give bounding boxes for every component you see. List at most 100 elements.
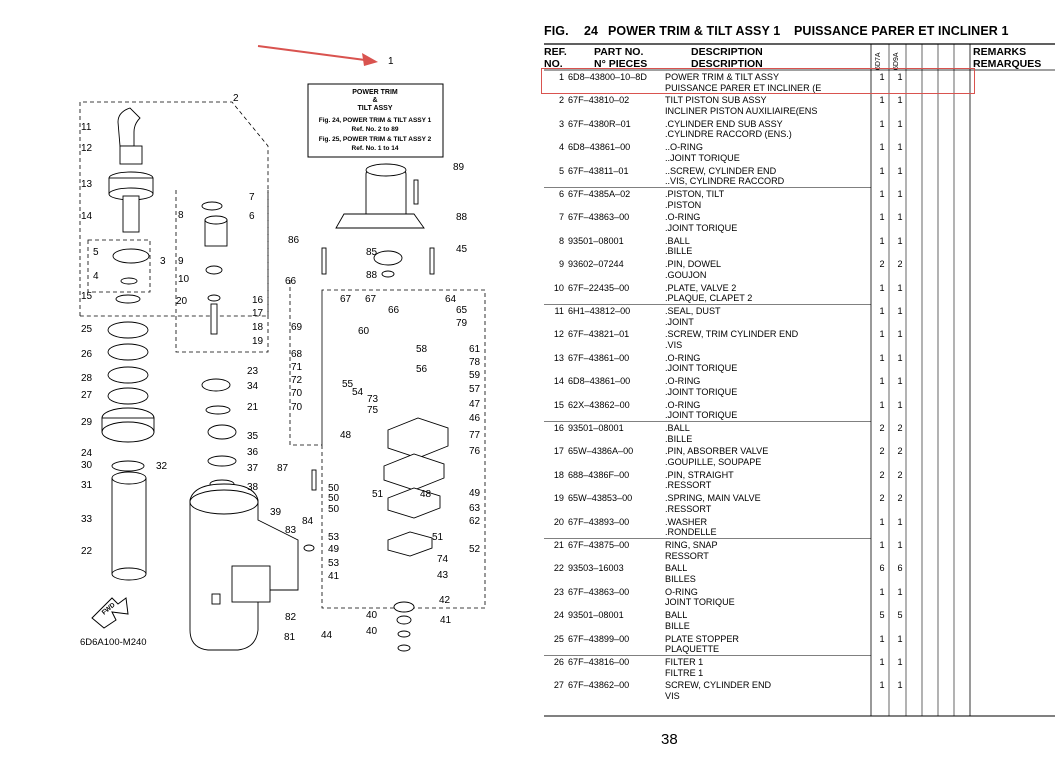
callout-number: 81	[284, 632, 296, 643]
cell-description: .BALL.BILLE	[665, 236, 692, 257]
description-en: .SPRING, MAIN VALVE	[665, 493, 761, 504]
callout-number: 12	[81, 143, 93, 154]
callout-number: 5	[93, 247, 99, 258]
callout-number: 66	[388, 305, 400, 316]
cell-part-no: 67F–4380R–01	[568, 118, 631, 129]
cell-description: .PIN, ABSORBER VALVE.GOUPILLE, SOUPAPE	[665, 446, 768, 467]
cell-qty-6d7a: 1	[879, 95, 885, 106]
description-en: .PISTON, TILT	[665, 189, 725, 199]
cell-qty-6d9a: 1	[897, 376, 903, 387]
cell-description: .PISTON, TILT.PISTON	[665, 189, 724, 210]
description-fr: ..VIS, CYLINDRE RACCORD	[665, 176, 785, 187]
callout-number: 41	[440, 615, 452, 626]
callout-number: 22	[81, 546, 93, 557]
callout-number: 53	[328, 532, 340, 543]
callout-number: 50	[328, 483, 340, 494]
cell-part-no: 6H1–43812–00	[568, 306, 631, 316]
description-en: .PIN, ABSORBER VALVE	[665, 446, 769, 457]
col-ref-header: REF.NO.	[544, 46, 567, 70]
cell-part-no: 6D8–43800–10–8D	[568, 72, 647, 82]
cell-ref: 23	[553, 586, 564, 597]
cell-ref: 16	[553, 423, 564, 433]
cell-qty-6d7a: 1	[879, 118, 885, 129]
callout-number: 27	[81, 390, 93, 401]
cell-qty-6d7a: 2	[879, 446, 885, 457]
cell-description: .CYLINDER END SUB ASSY.CYLINDRE RACCORD …	[665, 119, 792, 140]
cell-qty-6d7a: 1	[879, 352, 885, 363]
cell-part-no: 93602–07244	[568, 259, 624, 270]
cell-qty-6d7a: 5	[879, 610, 885, 621]
cell-description: .PIN, STRAIGHT.RESSORT	[665, 470, 734, 491]
cell-part-no: 67F–43861–00	[568, 352, 630, 363]
cell-description: .PIN, DOWEL.GOUJON	[665, 259, 721, 280]
callout-number: 50	[328, 493, 340, 504]
cell-qty-6d7a: 6	[879, 563, 885, 574]
callout-number: 45	[456, 244, 468, 255]
description-en: .O-RING	[665, 376, 701, 387]
cell-ref: 15	[553, 399, 564, 410]
callout-number: 67	[340, 294, 352, 305]
label-line-1: POWER TRIM	[352, 89, 398, 96]
description-fr: RESSORT	[665, 550, 709, 561]
cell-ref: 13	[553, 352, 564, 363]
callout-number: 24	[81, 448, 93, 459]
col-part-header: PART NO.N° PIECES	[594, 46, 648, 70]
fig-title-en: POWER TRIM & TILT ASSY 1	[608, 24, 781, 38]
cell-qty-6d9a: 1	[897, 586, 903, 597]
callout-number: 60	[358, 326, 370, 337]
cell-ref: 6	[558, 189, 564, 199]
cell-ref: 4	[558, 142, 564, 153]
cell-qty-6d9a: 1	[897, 165, 903, 176]
callout-number: 87	[277, 463, 289, 474]
callout-number: 38	[247, 482, 259, 493]
description-en: RING, SNAP	[665, 540, 718, 550]
cell-qty-6d7a: 2	[879, 423, 885, 433]
cell-qty-6d9a: 2	[897, 446, 903, 457]
callout-number: 7	[249, 192, 255, 203]
callout-number: 32	[156, 461, 168, 472]
cell-description: .PLATE, VALVE 2.PLAQUE, CLAPET 2	[665, 283, 752, 304]
callout-number: 68	[291, 349, 303, 360]
description-fr: .JOINT TORIQUE	[665, 363, 738, 374]
callout-number: 49	[469, 488, 481, 499]
callout-number: 50	[328, 504, 340, 515]
callout-number: 28	[81, 373, 93, 384]
callout-number: 1	[388, 56, 394, 67]
callout-number: 88	[456, 212, 468, 223]
callout-number: 85	[366, 247, 378, 258]
callout-number: 54	[352, 387, 364, 398]
cell-ref: 26	[553, 657, 564, 667]
description-fr: .RESSORT	[665, 480, 712, 491]
cell-part-no: 93501–08001	[568, 423, 624, 433]
cell-part-no: 62X–43862–00	[568, 399, 630, 410]
cell-part-no: 6D8–43861–00	[568, 142, 631, 153]
cell-qty-6d9a: 1	[897, 399, 903, 410]
callout-number: 19	[252, 336, 264, 347]
callout-number: 43	[437, 570, 449, 581]
cell-description: .WASHER.RONDELLE	[665, 517, 717, 538]
description-fr: .PLAQUE, CLAPET 2	[665, 293, 753, 304]
callout-number: 40	[366, 626, 378, 637]
description-en: PLATE STOPPER	[665, 633, 739, 644]
description-fr: .JOINT TORIQUE	[665, 410, 738, 421]
description-fr: VIS	[665, 690, 680, 701]
cell-qty-6d9a: 1	[897, 633, 903, 644]
callout-number: 51	[432, 532, 444, 543]
cell-part-no: 67F–43899–00	[568, 633, 630, 644]
description-en: FILTER 1	[665, 657, 704, 667]
cell-qty-6d9a: 1	[897, 282, 903, 293]
description-fr: .GOUPILLE, SOUPAPE	[665, 456, 762, 467]
description-en: .CYLINDER END SUB ASSY	[665, 118, 783, 129]
fwd-arrow: FWD	[91, 597, 129, 629]
callout-number: 14	[81, 211, 93, 222]
